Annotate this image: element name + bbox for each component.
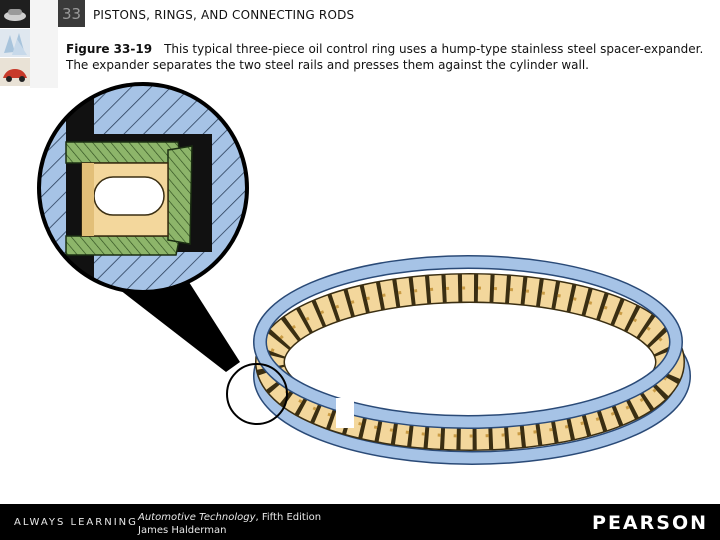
figure-label: Figure 33-19 [66,42,153,56]
chapter-number: 33 [58,0,85,27]
always-learning-tagline: ALWAYS LEARNING [14,517,138,528]
car-thumbnail-1 [0,0,30,28]
chapter-thumbnails [0,0,58,88]
three-piece-oil-ring [226,255,691,465]
pearson-logo: PEARSON [592,512,708,534]
figure-caption-text: This typical three-piece oil control rin… [66,42,704,72]
ice-thumbnail [0,29,30,57]
book-author: James Halderman [138,525,227,536]
book-edition: , Fifth Edition [255,512,322,523]
book-citation: Automotive Technology, Fifth Edition Jam… [138,511,321,537]
car-thumbnail-2 [0,58,30,86]
footer-bar: ALWAYS LEARNING Automotive Technology, F… [0,504,720,540]
book-title: Automotive Technology [138,512,256,523]
chapter-title: PISTONS, RINGS, AND CONNECTING RODS [93,8,355,22]
thumbnail-panel [30,0,58,88]
magnified-detail-circle [37,82,249,294]
oil-control-ring-illustration [37,82,691,465]
